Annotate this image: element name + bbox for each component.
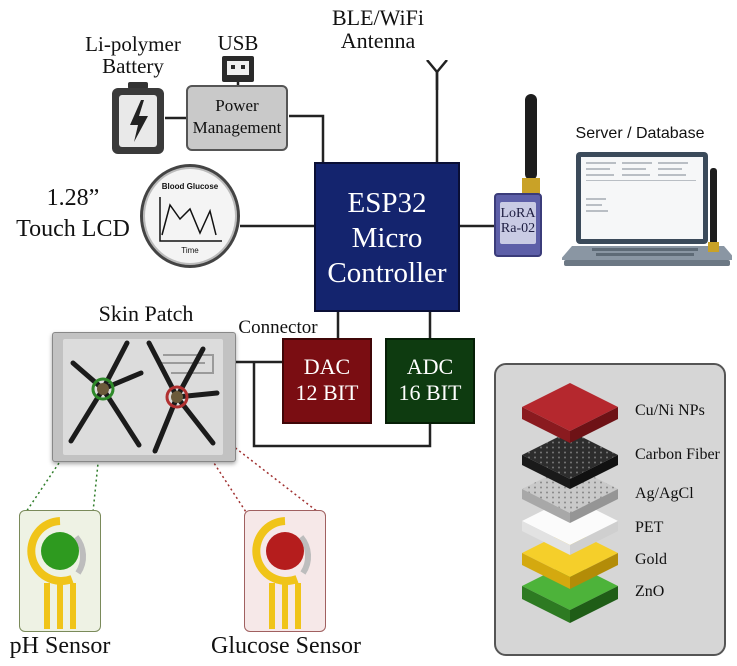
- antenna-icon: [426, 60, 448, 90]
- skin-patch: [52, 332, 236, 462]
- connector-label: Connector: [238, 317, 318, 338]
- glucose-sensor-label: Glucose Sensor: [211, 633, 361, 659]
- adc-line1: ADC: [406, 354, 454, 379]
- dac-block: DAC 12 BIT: [282, 338, 372, 424]
- ph-sensor-card: [19, 510, 101, 632]
- lora-line1: LoRA: [500, 206, 536, 221]
- ph-sensor-icon: [27, 517, 87, 629]
- glucose-sensor-card: [244, 510, 326, 632]
- lcd-screen-xaxis: Time: [181, 246, 199, 255]
- round-lcd: Blood Glucose Time: [140, 164, 240, 268]
- layer-label-4: Gold: [635, 551, 667, 568]
- dac-line2: 12 BIT: [295, 380, 359, 406]
- power-label-line1: Power: [215, 96, 259, 115]
- layer-stack-panel: Cu/Ni NPs Carbon Fiber Ag/AgCl PET Gold …: [494, 363, 726, 656]
- power-label-line2: Management: [192, 117, 282, 137]
- mcu-line2: Micro: [351, 221, 423, 254]
- laptop-icon: [562, 152, 732, 266]
- lcd-size: 1.28”: [46, 185, 100, 211]
- usb-label: USB: [217, 31, 259, 55]
- power-management-box: Power Management: [186, 85, 288, 151]
- lcd-touch-label: Touch LCD: [16, 216, 130, 243]
- layer-label-0: Cu/Ni NPs: [635, 402, 705, 419]
- layer-label-3: PET: [635, 519, 664, 536]
- lcd-screen-title: Blood Glucose: [161, 182, 219, 191]
- layer-label-1: Carbon Fiber: [635, 446, 720, 463]
- battery-icon: [112, 82, 164, 154]
- glucose-sensor-icon: [252, 517, 312, 629]
- patch-electrodes-icon: [63, 339, 223, 455]
- mcu-line1: ESP32: [347, 187, 427, 219]
- layer-stack-icon: [522, 383, 618, 623]
- esp32-microcontroller: ESP32 Micro Controller: [314, 162, 460, 312]
- layer-label-2: Ag/AgCl: [635, 485, 694, 502]
- skin-patch-label: Skin Patch: [98, 301, 194, 326]
- lora-antenna-icon: [522, 94, 540, 194]
- server-label: Server / Database: [575, 125, 705, 142]
- antenna-label: BLE/WiFi Antenna: [331, 5, 424, 54]
- adc-line2: 16 BIT: [398, 380, 462, 406]
- adc-block: ADC 16 BIT: [385, 338, 475, 424]
- glucose-chart-icon: [159, 197, 222, 242]
- lora-line2: Ra-02: [500, 220, 536, 236]
- ph-sensor-label: pH Sensor: [9, 633, 111, 659]
- layer-label-5: ZnO: [635, 583, 665, 600]
- usb-plug-icon: [222, 56, 254, 82]
- lora-module: LoRA Ra-02: [494, 193, 542, 257]
- mcu-line3: Controller: [327, 256, 447, 289]
- dac-line1: DAC: [303, 354, 351, 379]
- battery-label: Li-polymer Battery: [85, 32, 181, 79]
- lcd-label: 1.28” Touch LCD: [6, 185, 140, 243]
